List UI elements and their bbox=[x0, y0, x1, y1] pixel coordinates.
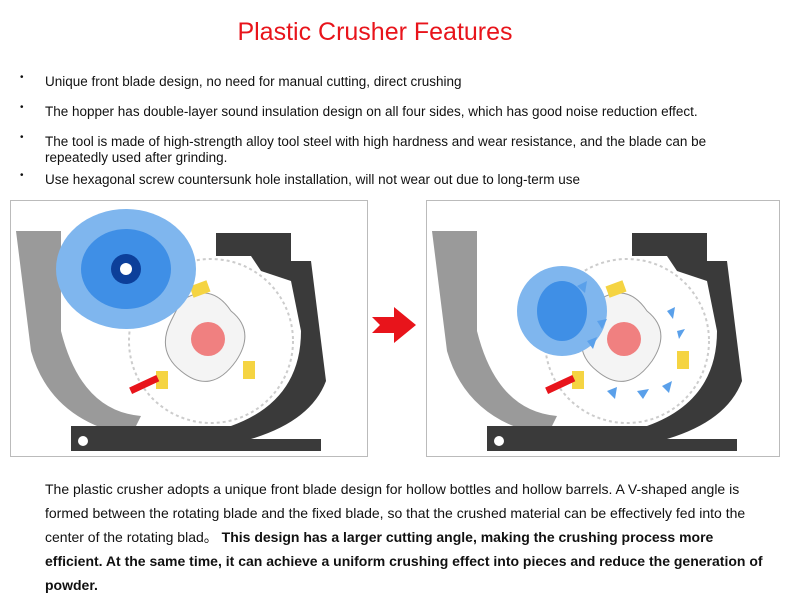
feature-text: The hopper has double-layer sound insula… bbox=[45, 104, 698, 119]
arrow-right-icon bbox=[372, 307, 416, 343]
feature-text: Use hexagonal screw countersunk hole ins… bbox=[45, 172, 581, 187]
diagram-after bbox=[426, 200, 780, 457]
diagram-before bbox=[10, 200, 368, 457]
description-part1: The plastic crusher adopts a unique fron… bbox=[45, 481, 746, 545]
description: The plastic crusher adopts a unique fron… bbox=[45, 477, 765, 597]
feature-text: The tool is made of high-strength alloy … bbox=[45, 134, 707, 165]
description-part2: This design has a larger cutting angle, … bbox=[45, 529, 763, 593]
bullet-icon: • bbox=[20, 102, 24, 113]
bullet-icon: • bbox=[20, 72, 24, 83]
feature-text: Unique front blade design, no need for m… bbox=[45, 74, 462, 89]
page-title: Plastic Crusher Features bbox=[237, 18, 513, 46]
bullet-icon: • bbox=[20, 170, 24, 181]
bullet-icon: • bbox=[20, 132, 24, 143]
